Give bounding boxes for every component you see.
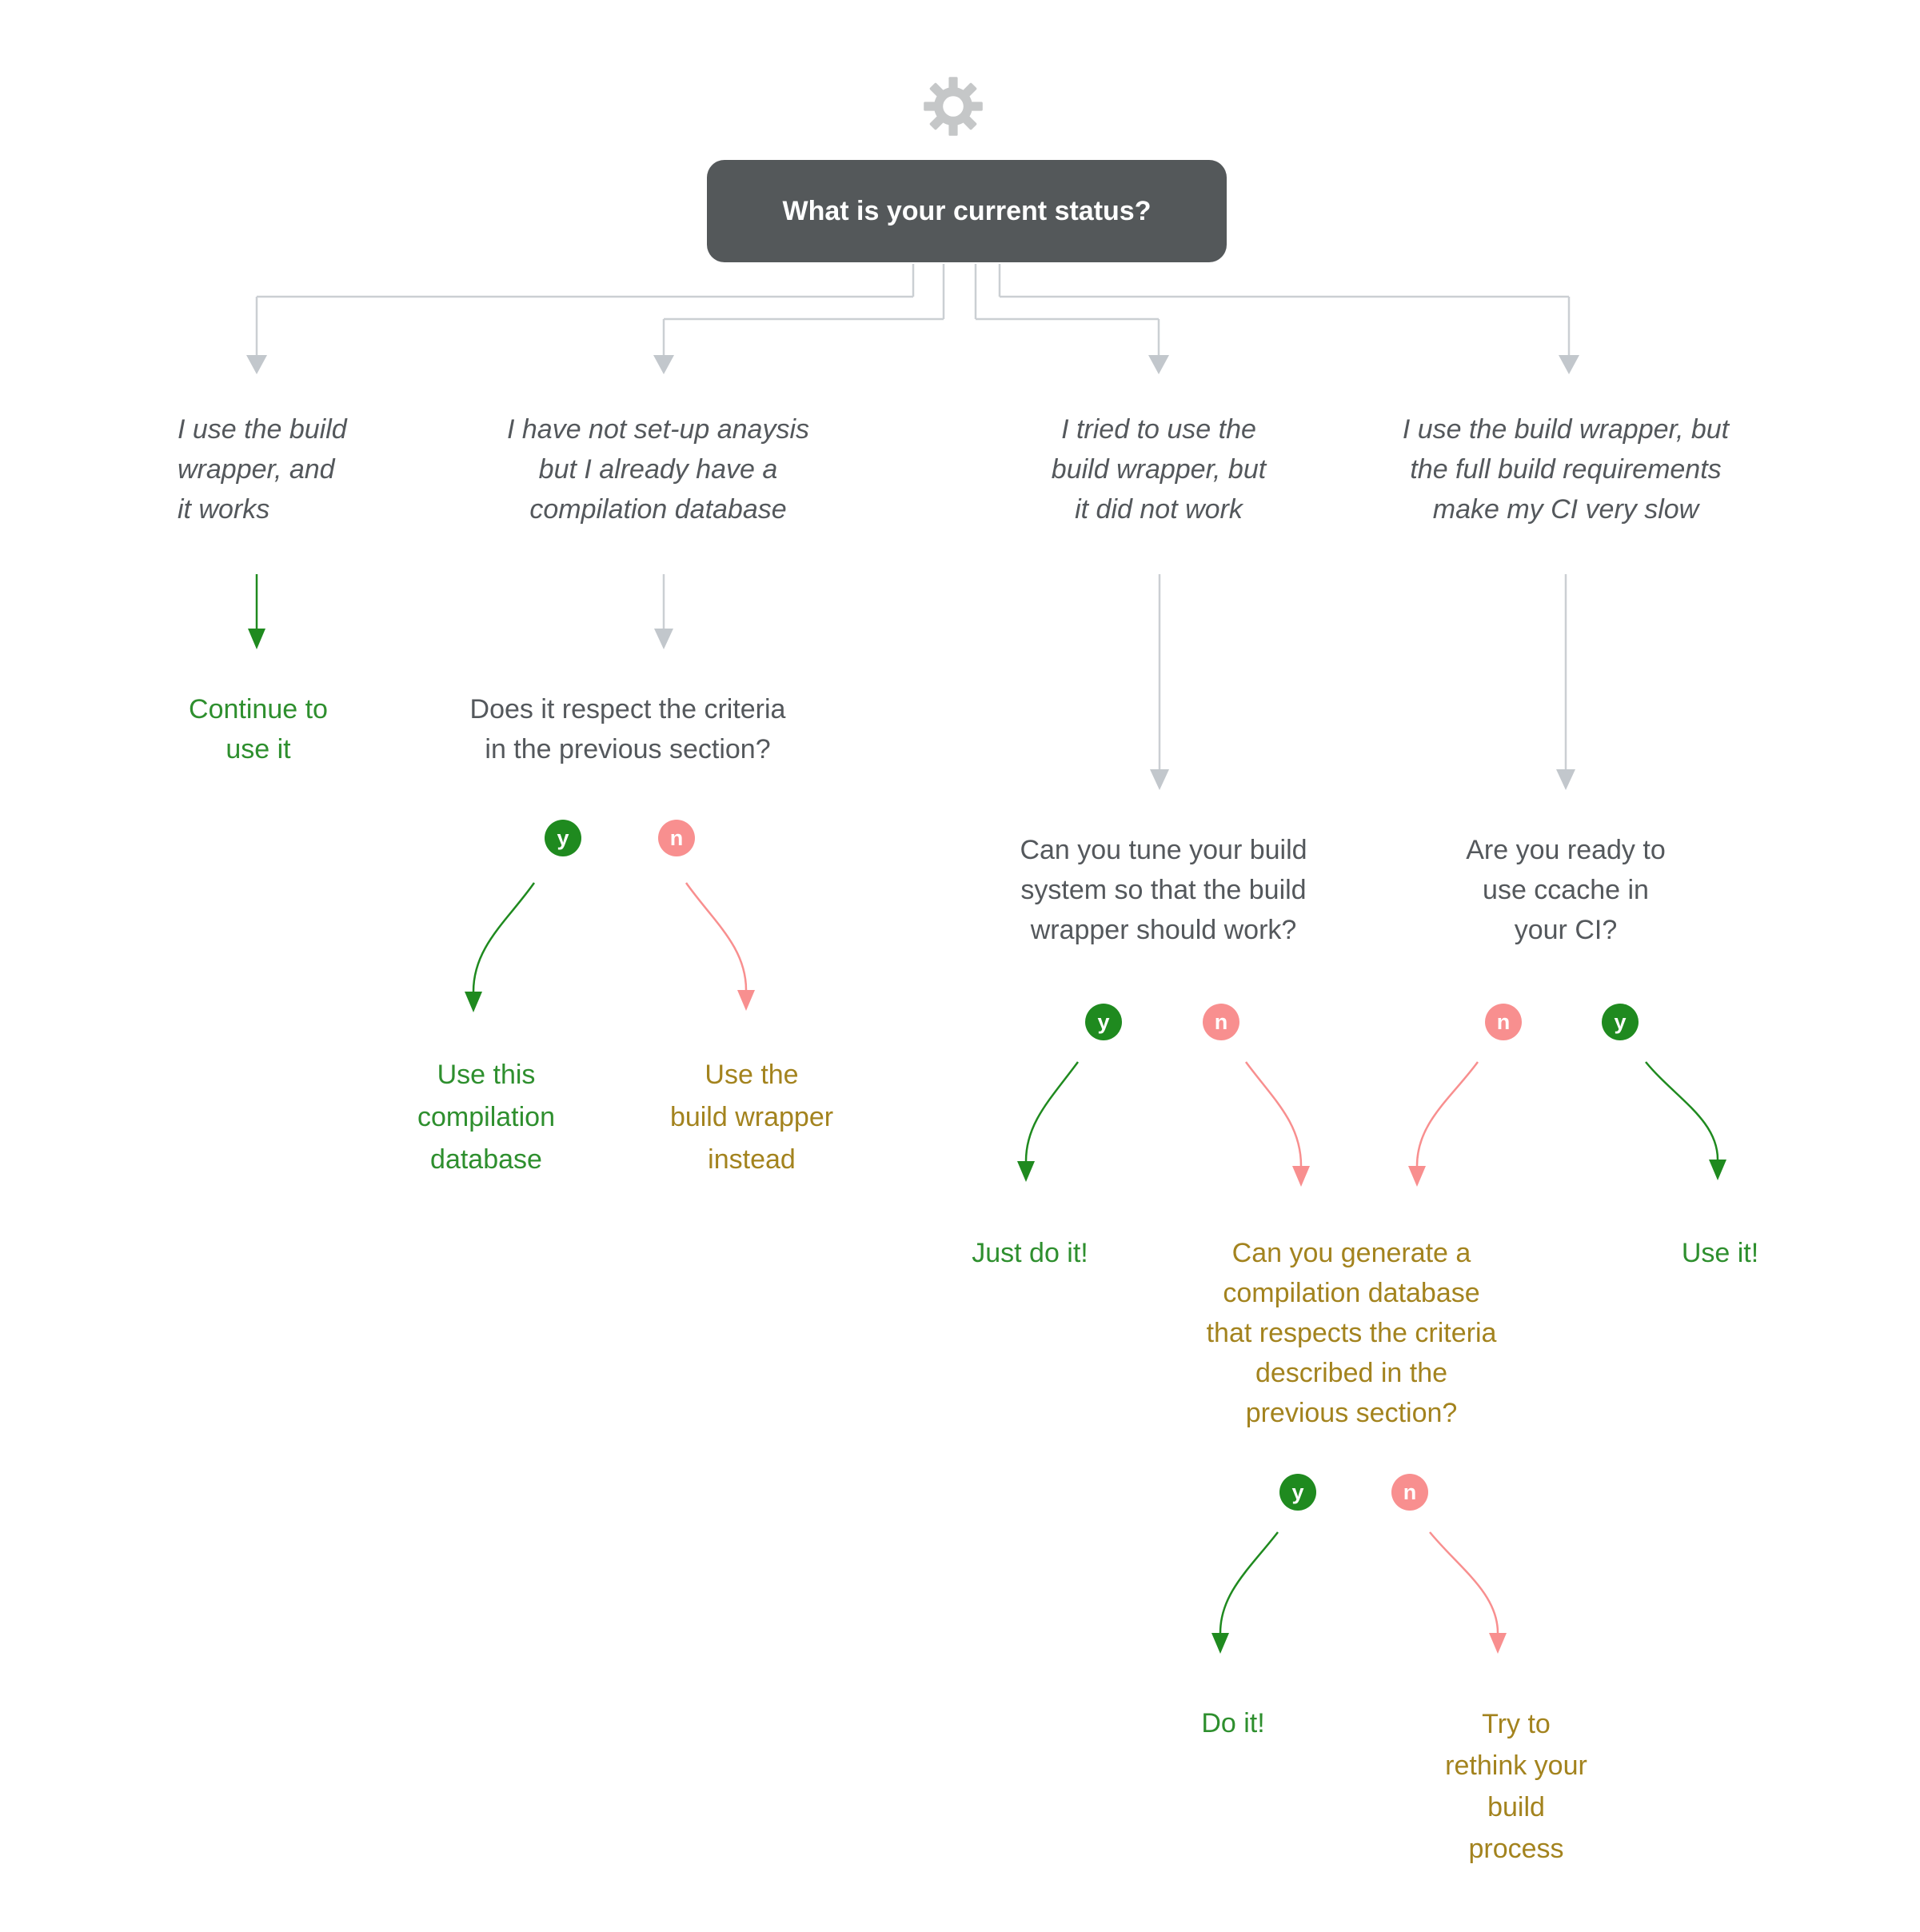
badge-yes-generate: y	[1279, 1474, 1316, 1511]
badge-yes-criteria: y	[545, 820, 581, 856]
outcome-continue-to-use-it: Continue to use it	[189, 694, 328, 764]
branch-label-wrapper-did-not-work: I tried to use the build wrapper, but it…	[1051, 414, 1267, 525]
badge-no-tune: n	[1203, 1004, 1239, 1040]
root-question-text: What is your current status?	[782, 195, 1152, 226]
outcome-use-this-compilation-database: Use this compilation database	[417, 1060, 555, 1175]
badge-yes-ccache: y	[1602, 1004, 1639, 1040]
outcome-do-it: Do it!	[1201, 1708, 1265, 1738]
badge-no-ccache: n	[1485, 1004, 1522, 1040]
question-generate-compilation-database: Can you generate a compilation database …	[1206, 1238, 1497, 1428]
badge-yes-tune: y	[1085, 1004, 1122, 1040]
gear-icon	[924, 77, 983, 136]
branch-label-have-compilation-db: I have not set-up anaysis but I already …	[506, 414, 810, 525]
branch-label-use-wrapper-works: I use the build wrapper, and it works	[178, 414, 347, 525]
badge-no-generate: n	[1391, 1474, 1428, 1511]
question-ready-ccache: Are you ready to use ccache in your CI?	[1466, 835, 1666, 945]
outcome-use-build-wrapper-instead: Use the build wrapper instead	[669, 1060, 834, 1175]
branch-label-ci-very-slow: I use the build wrapper, but the full bu…	[1402, 414, 1730, 525]
root-question-box: What is your current status?	[707, 160, 1227, 262]
question-respect-criteria: Does it respect the criteria in the prev…	[469, 694, 786, 764]
badge-no-criteria: n	[658, 820, 695, 856]
question-tune-build-system: Can you tune your build system so that t…	[1020, 835, 1307, 945]
outcome-rethink-build-process: Try to rethink your build process	[1445, 1709, 1587, 1864]
outcome-use-it: Use it!	[1681, 1238, 1759, 1268]
outcome-just-do-it: Just do it!	[972, 1238, 1088, 1268]
